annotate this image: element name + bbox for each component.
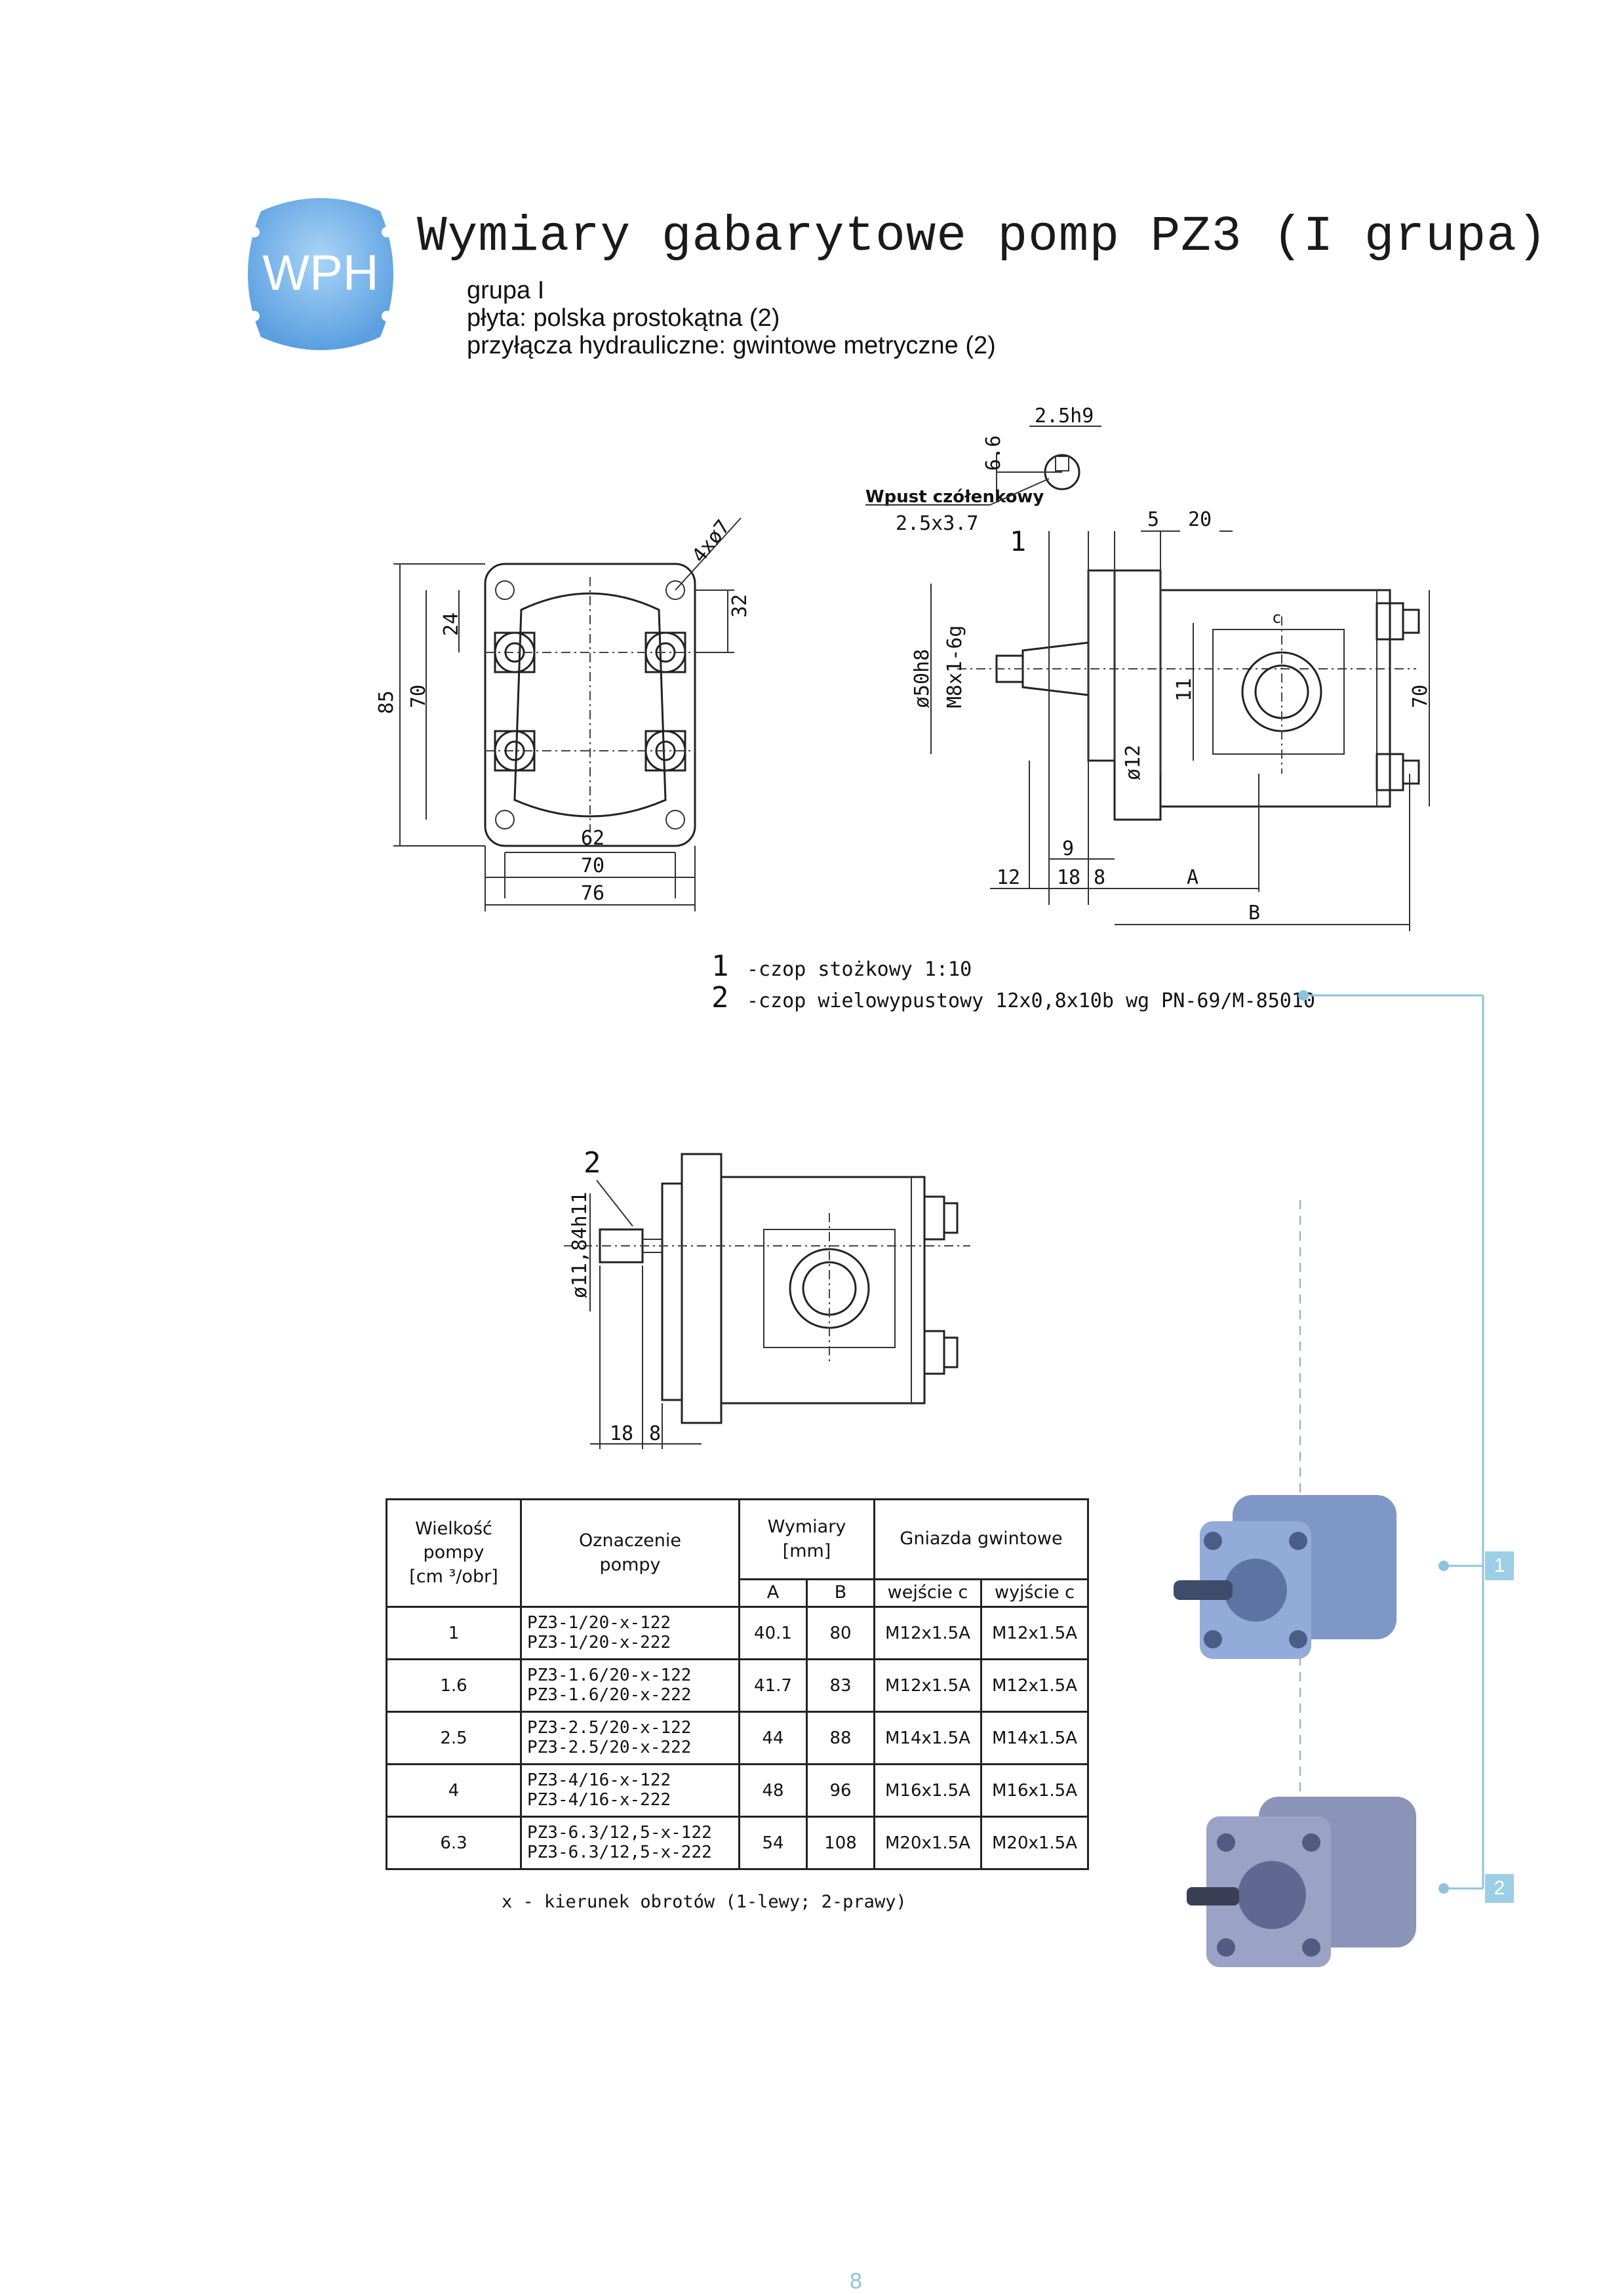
- subtitle-ports: przyłącza hydrauliczne: gwintowe metrycz…: [467, 332, 996, 359]
- svg-text:76: 76: [581, 882, 604, 905]
- svg-text:4xø7: 4xø7: [688, 515, 735, 567]
- svg-text:A: A: [1187, 866, 1198, 889]
- side-view-drawing: 2.5h9 6.6 Wpust czółenkowy 2.5x3.7 1 5: [865, 405, 1432, 931]
- svg-text:18: 18: [1057, 866, 1080, 889]
- svg-text:12: 12: [997, 866, 1020, 889]
- svg-text:c: c: [1272, 609, 1281, 627]
- svg-text:2.5x3.7: 2.5x3.7: [896, 512, 978, 535]
- header-dimensions: Wymiary [mm]: [738, 1498, 875, 1580]
- svg-text:70: 70: [581, 854, 604, 877]
- header-col-outlet: wyjście c: [980, 1578, 1089, 1608]
- svg-text:2: 2: [584, 1146, 601, 1180]
- svg-text:ø11,84h11: ø11,84h11: [568, 1191, 591, 1298]
- legend-text: -czop stożkowy 1:10: [747, 958, 972, 981]
- photo-badge-2: 2: [1485, 1874, 1514, 1903]
- svg-text:ø50h8: ø50h8: [911, 649, 934, 708]
- legend-num: 1: [711, 949, 729, 983]
- pump-photo-1: [1174, 1495, 1396, 1659]
- svg-text:70: 70: [407, 685, 430, 708]
- header-col-b: B: [806, 1578, 875, 1608]
- svg-text:8: 8: [1094, 866, 1105, 889]
- header-size: Wielkość pompy [cm ³/obr]: [386, 1498, 522, 1608]
- table-subheader-row: A B wejście c wyjście c: [387, 1578, 1089, 1608]
- svg-text:ø12: ø12: [1122, 745, 1145, 780]
- spec-table: Wielkość pompy [cm ³/obr] Oznaczenie pom…: [386, 1498, 1089, 1870]
- subtitle-plate: płyta: polska prostokątna (2): [467, 304, 780, 332]
- legend-num: 2: [711, 981, 729, 1014]
- svg-text:32: 32: [728, 594, 751, 618]
- svg-text:70: 70: [1409, 685, 1432, 708]
- legend-text: -czop wielowypustowy 12x0,8x10b wg PN-69…: [747, 989, 1315, 1012]
- svg-text:1: 1: [1010, 525, 1026, 557]
- svg-text:6.6: 6.6: [982, 435, 1005, 471]
- table-footnote: x - kierunek obrotów (1-lewy; 2-prawy): [502, 1892, 907, 1912]
- header-col-inlet: wejście c: [873, 1578, 982, 1608]
- svg-text:20: 20: [1188, 508, 1212, 531]
- svg-text:24: 24: [440, 612, 463, 636]
- wph-logo: WPH: [248, 198, 393, 350]
- svg-text:85: 85: [375, 690, 398, 714]
- page-title: Wymiary gabarytowe pomp PZ3 (I grupa): [417, 209, 1548, 265]
- svg-text:18: 18: [610, 1422, 633, 1445]
- spline-shaft-drawing: 2 ø11,84h11 18 8: [564, 1146, 970, 1449]
- header-designation: Oznaczenie pompy: [520, 1498, 740, 1608]
- legend-item-2: 2 -czop wielowypustowy 12x0,8x10b wg PN-6…: [711, 981, 1315, 1014]
- subtitle-group: grupa I: [467, 277, 545, 304]
- page-number: 8: [850, 2269, 862, 2294]
- svg-text:62: 62: [581, 827, 604, 850]
- svg-text:9: 9: [1062, 837, 1074, 860]
- svg-text:8: 8: [649, 1422, 661, 1445]
- svg-text:M8x1-6g: M8x1-6g: [943, 626, 966, 708]
- front-view-drawing: 85 70 24 32 4xø7 62 70 76: [375, 515, 751, 911]
- svg-text:11: 11: [1173, 678, 1196, 702]
- svg-text:2.5h9: 2.5h9: [1035, 405, 1094, 428]
- photo-badge-1: 1: [1485, 1551, 1514, 1580]
- table-header-row: Wielkość pompy [cm ³/obr] Oznaczenie pom…: [386, 1498, 1089, 1608]
- svg-text:5: 5: [1147, 508, 1159, 531]
- svg-text:B: B: [1248, 902, 1260, 925]
- header-col-a: A: [738, 1578, 808, 1608]
- svg-text:WPH: WPH: [262, 245, 378, 301]
- svg-text:Wpust czółenkowy: Wpust czółenkowy: [865, 487, 1044, 507]
- pump-photo-2: [1187, 1797, 1416, 1967]
- header-ports: Gniazda gwintowe: [873, 1498, 1089, 1580]
- legend-item-1: 1 -czop stożkowy 1:10: [711, 949, 972, 983]
